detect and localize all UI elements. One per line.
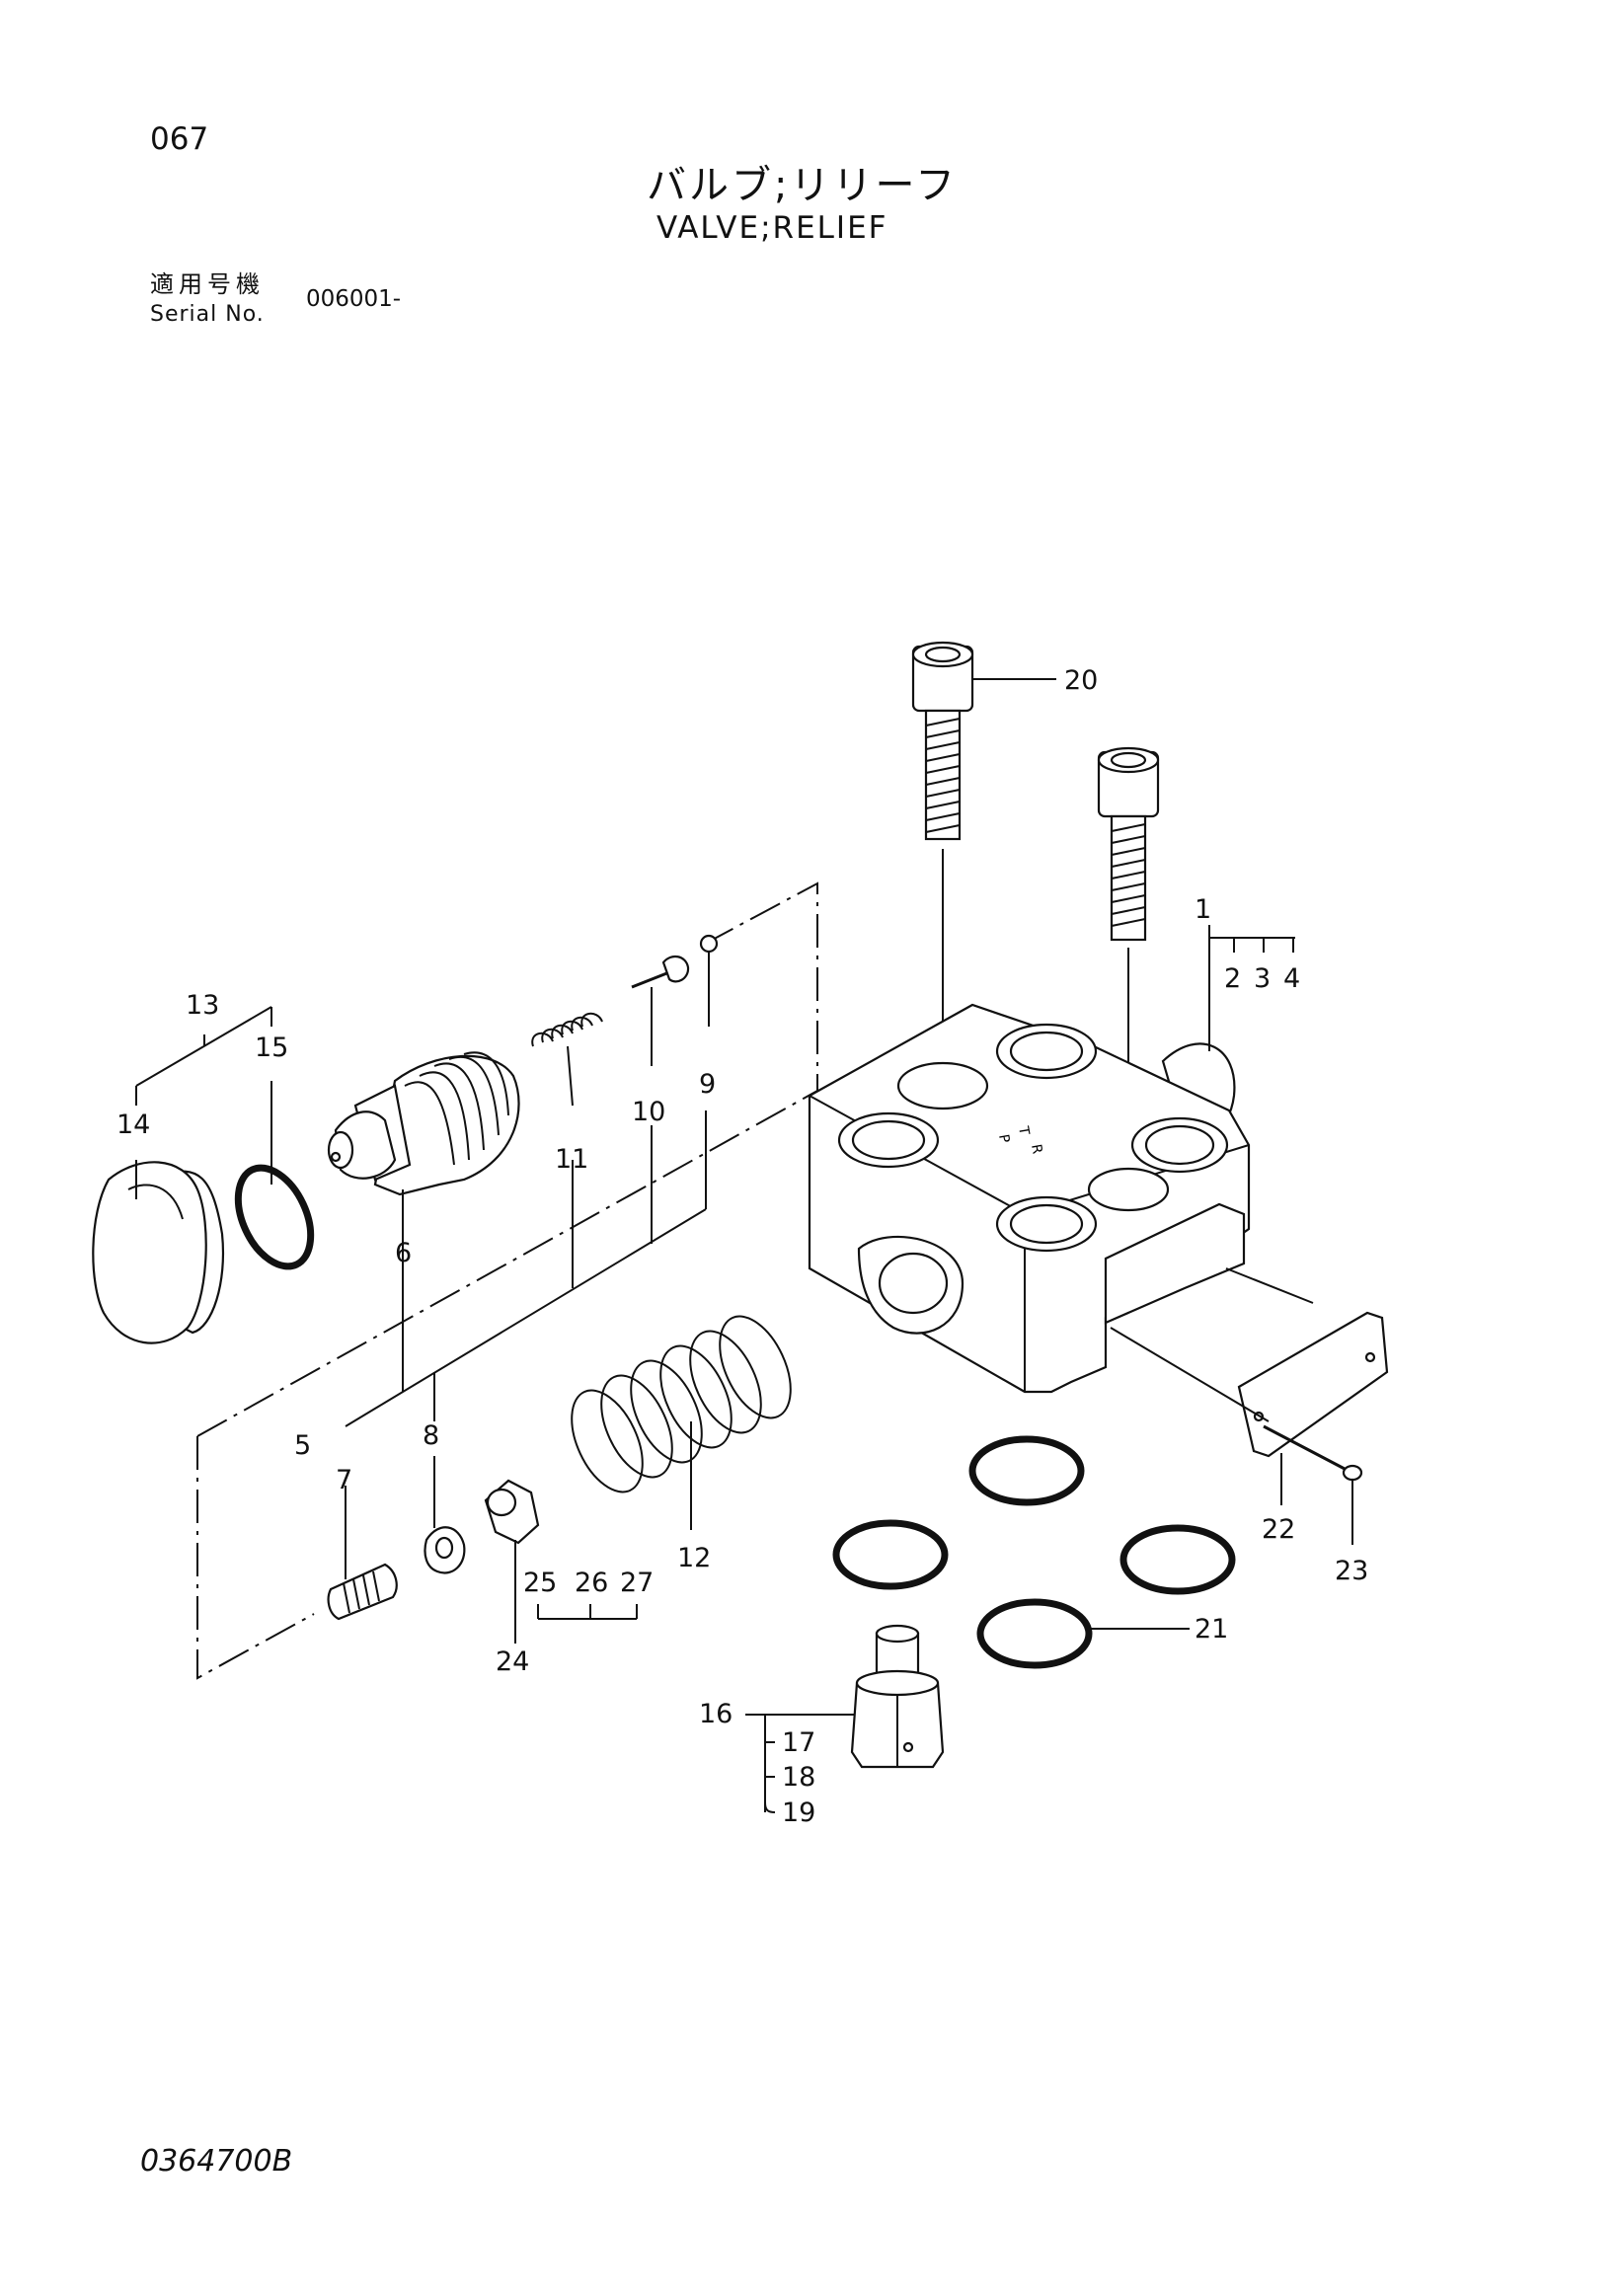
- callout-labels: 1 2 3 4 5 6 7 8 9 10 11 12 13 14 15 16 1…: [116, 665, 1368, 1828]
- ball: [699, 934, 719, 954]
- callout-9: 9: [699, 1069, 716, 1100]
- callout-20: 20: [1064, 665, 1098, 696]
- callout-14: 14: [116, 1110, 150, 1140]
- callout-15: 15: [255, 1033, 288, 1063]
- callout-25: 25: [523, 1568, 557, 1598]
- callout-13: 13: [186, 990, 219, 1021]
- o-ring-left: [832, 1519, 949, 1590]
- callout-19: 19: [782, 1798, 815, 1828]
- o-ring-top: [968, 1435, 1085, 1506]
- callout-10: 10: [632, 1097, 665, 1127]
- port-mark-p: P: [995, 1133, 1012, 1144]
- callout-22: 22: [1262, 1514, 1295, 1545]
- o-ring-bottom: [976, 1598, 1093, 1669]
- callout-18: 18: [782, 1762, 815, 1793]
- set-screw: [327, 1563, 398, 1621]
- port-mark-t: T: [1015, 1124, 1032, 1137]
- callout-12: 12: [677, 1543, 711, 1573]
- o-ring-right: [1119, 1524, 1236, 1595]
- large-spring: [571, 1315, 792, 1493]
- callout-3: 3: [1254, 963, 1271, 994]
- title-english: VALVE;RELIEF: [656, 210, 888, 246]
- callout-1: 1: [1195, 894, 1211, 925]
- callout-6: 6: [395, 1238, 412, 1268]
- callout-24: 24: [496, 1646, 529, 1677]
- callout-8: 8: [423, 1420, 439, 1451]
- serial-label-japanese: 適用号機: [150, 270, 265, 298]
- callout-26: 26: [575, 1568, 608, 1598]
- socket-head-bolt-right: [1097, 746, 1160, 942]
- drawing-number: 0364700B: [140, 2144, 293, 2179]
- title-japanese: バルブ;リリーフ: [647, 163, 959, 208]
- leader-lines: [135, 925, 1353, 1813]
- port-mark-r: R: [1028, 1143, 1044, 1156]
- callout-23: 23: [1335, 1556, 1368, 1586]
- callout-16: 16: [699, 1699, 733, 1729]
- callout-2: 2: [1224, 963, 1241, 994]
- plate-screw: [1263, 1424, 1363, 1482]
- cover-plate: [1237, 1311, 1389, 1458]
- callout-17: 17: [782, 1727, 815, 1758]
- o-ring-plug: [234, 1164, 315, 1270]
- assembly-boundary-dashed: [196, 881, 818, 1680]
- callout-21: 21: [1195, 1614, 1228, 1645]
- serial-number-value: 006001-: [306, 286, 402, 312]
- page-number: 067: [150, 121, 209, 157]
- callout-7: 7: [336, 1465, 352, 1495]
- nut-large: [484, 1479, 540, 1545]
- valve-body-block: P T R: [808, 1003, 1251, 1394]
- socket-head-bolt-left: [911, 641, 974, 841]
- callout-4: 4: [1283, 963, 1300, 994]
- poppet: [327, 1051, 520, 1196]
- nut-small: [424, 1526, 466, 1574]
- callout-27: 27: [620, 1568, 654, 1598]
- plug: [92, 1161, 224, 1344]
- adapter-fitting: [850, 1624, 945, 1769]
- serial-label-english: Serial No.: [150, 302, 265, 327]
- pin: [631, 955, 690, 989]
- callout-5: 5: [294, 1430, 311, 1461]
- small-spring: [531, 1012, 603, 1047]
- callout-11: 11: [555, 1144, 588, 1175]
